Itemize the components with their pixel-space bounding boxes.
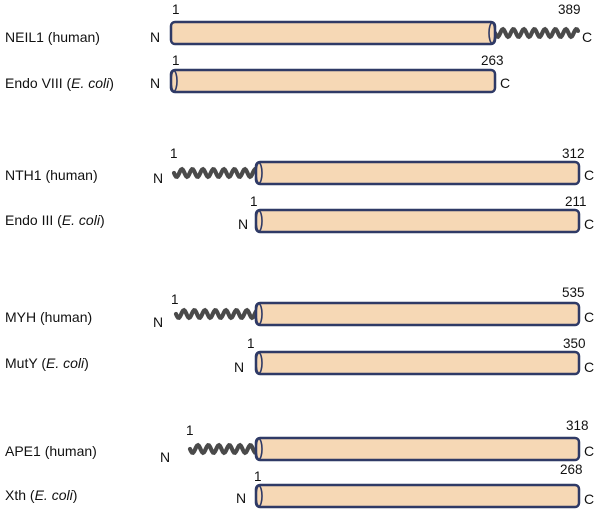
protein-name: NEIL1 ( <box>5 29 53 45</box>
protein-row-muty: MutY (E. coli) N C 1 350 <box>5 336 594 376</box>
domain-bar-cap <box>488 22 496 44</box>
start-residue: 1 <box>186 423 194 438</box>
n-terminus-label: N <box>234 359 244 375</box>
species-name: human <box>50 167 93 183</box>
end-residue: 318 <box>566 418 589 433</box>
end-residue: 263 <box>481 53 504 68</box>
protein-name: MutY ( <box>5 355 46 371</box>
protein-name: NTH1 ( <box>5 167 50 183</box>
species-name: E. coli <box>71 75 110 91</box>
start-residue: 1 <box>170 146 178 161</box>
protein-name: APE1 ( <box>5 443 50 459</box>
disordered-tail <box>187 442 261 456</box>
label-close: ) <box>92 443 97 459</box>
start-residue: 1 <box>250 194 258 209</box>
end-residue: 535 <box>562 285 585 300</box>
protein-row-xth: Xth (E. coli) N C 1 268 <box>5 462 594 509</box>
label-close: ) <box>100 212 105 228</box>
protein-label: Endo VIII (E. coli) <box>5 75 114 91</box>
disordered-tail <box>492 26 581 40</box>
species-name: E. coli <box>62 212 101 228</box>
protein-label: MYH (human) <box>5 309 92 325</box>
c-terminus-label: C <box>584 309 594 325</box>
domain-bar-cap <box>170 70 178 92</box>
start-residue: 1 <box>247 336 255 351</box>
c-terminus-label: C <box>584 216 594 232</box>
domain-bar <box>254 160 581 186</box>
species-name: human <box>52 29 95 45</box>
protein-name: Endo VIII ( <box>5 75 71 91</box>
end-residue: 312 <box>562 146 585 161</box>
domain-bar <box>254 436 581 462</box>
n-terminus-label: N <box>160 449 170 465</box>
c-terminus-label: C <box>584 359 594 375</box>
protein-label: Xth (E. coli) <box>5 487 77 503</box>
disordered-tail <box>171 166 259 180</box>
domain-bar <box>254 350 581 376</box>
label-close: ) <box>93 167 98 183</box>
disordered-tail <box>173 307 259 321</box>
start-residue: 1 <box>254 469 262 484</box>
label-close: ) <box>109 75 114 91</box>
species-name: human <box>49 443 92 459</box>
protein-name: MYH ( <box>5 309 45 325</box>
start-residue: 1 <box>171 292 179 307</box>
protein-label: NTH1 (human) <box>5 167 98 183</box>
c-terminus-label: C <box>584 491 594 507</box>
domain-bar-cap <box>255 485 263 507</box>
n-terminus-label: N <box>236 490 246 506</box>
domain-bar-cap <box>255 162 263 184</box>
protein-name: Xth ( <box>5 487 35 503</box>
domain-bar <box>169 68 497 94</box>
label-close: ) <box>84 355 89 371</box>
domain-bar <box>254 483 581 509</box>
domain-bar-cap <box>255 303 263 325</box>
n-terminus-label: N <box>238 216 248 232</box>
c-terminus-label: C <box>500 75 510 91</box>
domain-bar <box>169 20 497 46</box>
n-terminus-label: N <box>153 314 163 330</box>
protein-row-ape1: APE1 (human) N C 1 318 <box>5 418 594 465</box>
start-residue: 1 <box>172 53 180 68</box>
label-close: ) <box>73 487 78 503</box>
start-residue: 1 <box>172 2 180 17</box>
domain-bar-cap <box>255 352 263 374</box>
end-residue: 268 <box>560 462 583 477</box>
protein-label: MutY (E. coli) <box>5 355 89 371</box>
protein-label: Endo III (E. coli) <box>5 212 105 228</box>
protein-label: NEIL1 (human) <box>5 29 100 45</box>
protein-name: Endo III ( <box>5 212 62 228</box>
end-residue: 389 <box>558 2 581 17</box>
label-close: ) <box>95 29 100 45</box>
domain-bar-cap <box>255 210 263 232</box>
c-terminus-label: C <box>582 29 592 45</box>
protein-row-neil1: NEIL1 (human) N C 1 389 <box>5 2 592 46</box>
species-name: E. coli <box>35 487 74 503</box>
c-terminus-label: C <box>584 167 594 183</box>
n-terminus-label: N <box>153 170 163 186</box>
species-name: human <box>45 309 88 325</box>
protein-row-endo3: Endo III (E. coli) N C 1 211 <box>5 194 594 234</box>
c-terminus-label: C <box>584 443 594 459</box>
end-residue: 350 <box>563 336 586 351</box>
domain-bar <box>254 208 581 234</box>
protein-row-nth1: NTH1 (human) N C 1 312 <box>5 146 594 186</box>
n-terminus-label: N <box>150 29 160 45</box>
domain-bar-cap <box>255 438 263 460</box>
species-name: E. coli <box>46 355 85 371</box>
domain-bar <box>254 301 581 327</box>
end-residue: 211 <box>565 194 587 209</box>
protein-row-myh: MYH (human) N C 1 535 <box>5 285 594 330</box>
protein-label: APE1 (human) <box>5 443 97 459</box>
protein-row-endo8: Endo VIII (E. coli) N C 1 263 <box>5 53 510 94</box>
label-close: ) <box>87 309 92 325</box>
n-terminus-label: N <box>150 75 160 91</box>
